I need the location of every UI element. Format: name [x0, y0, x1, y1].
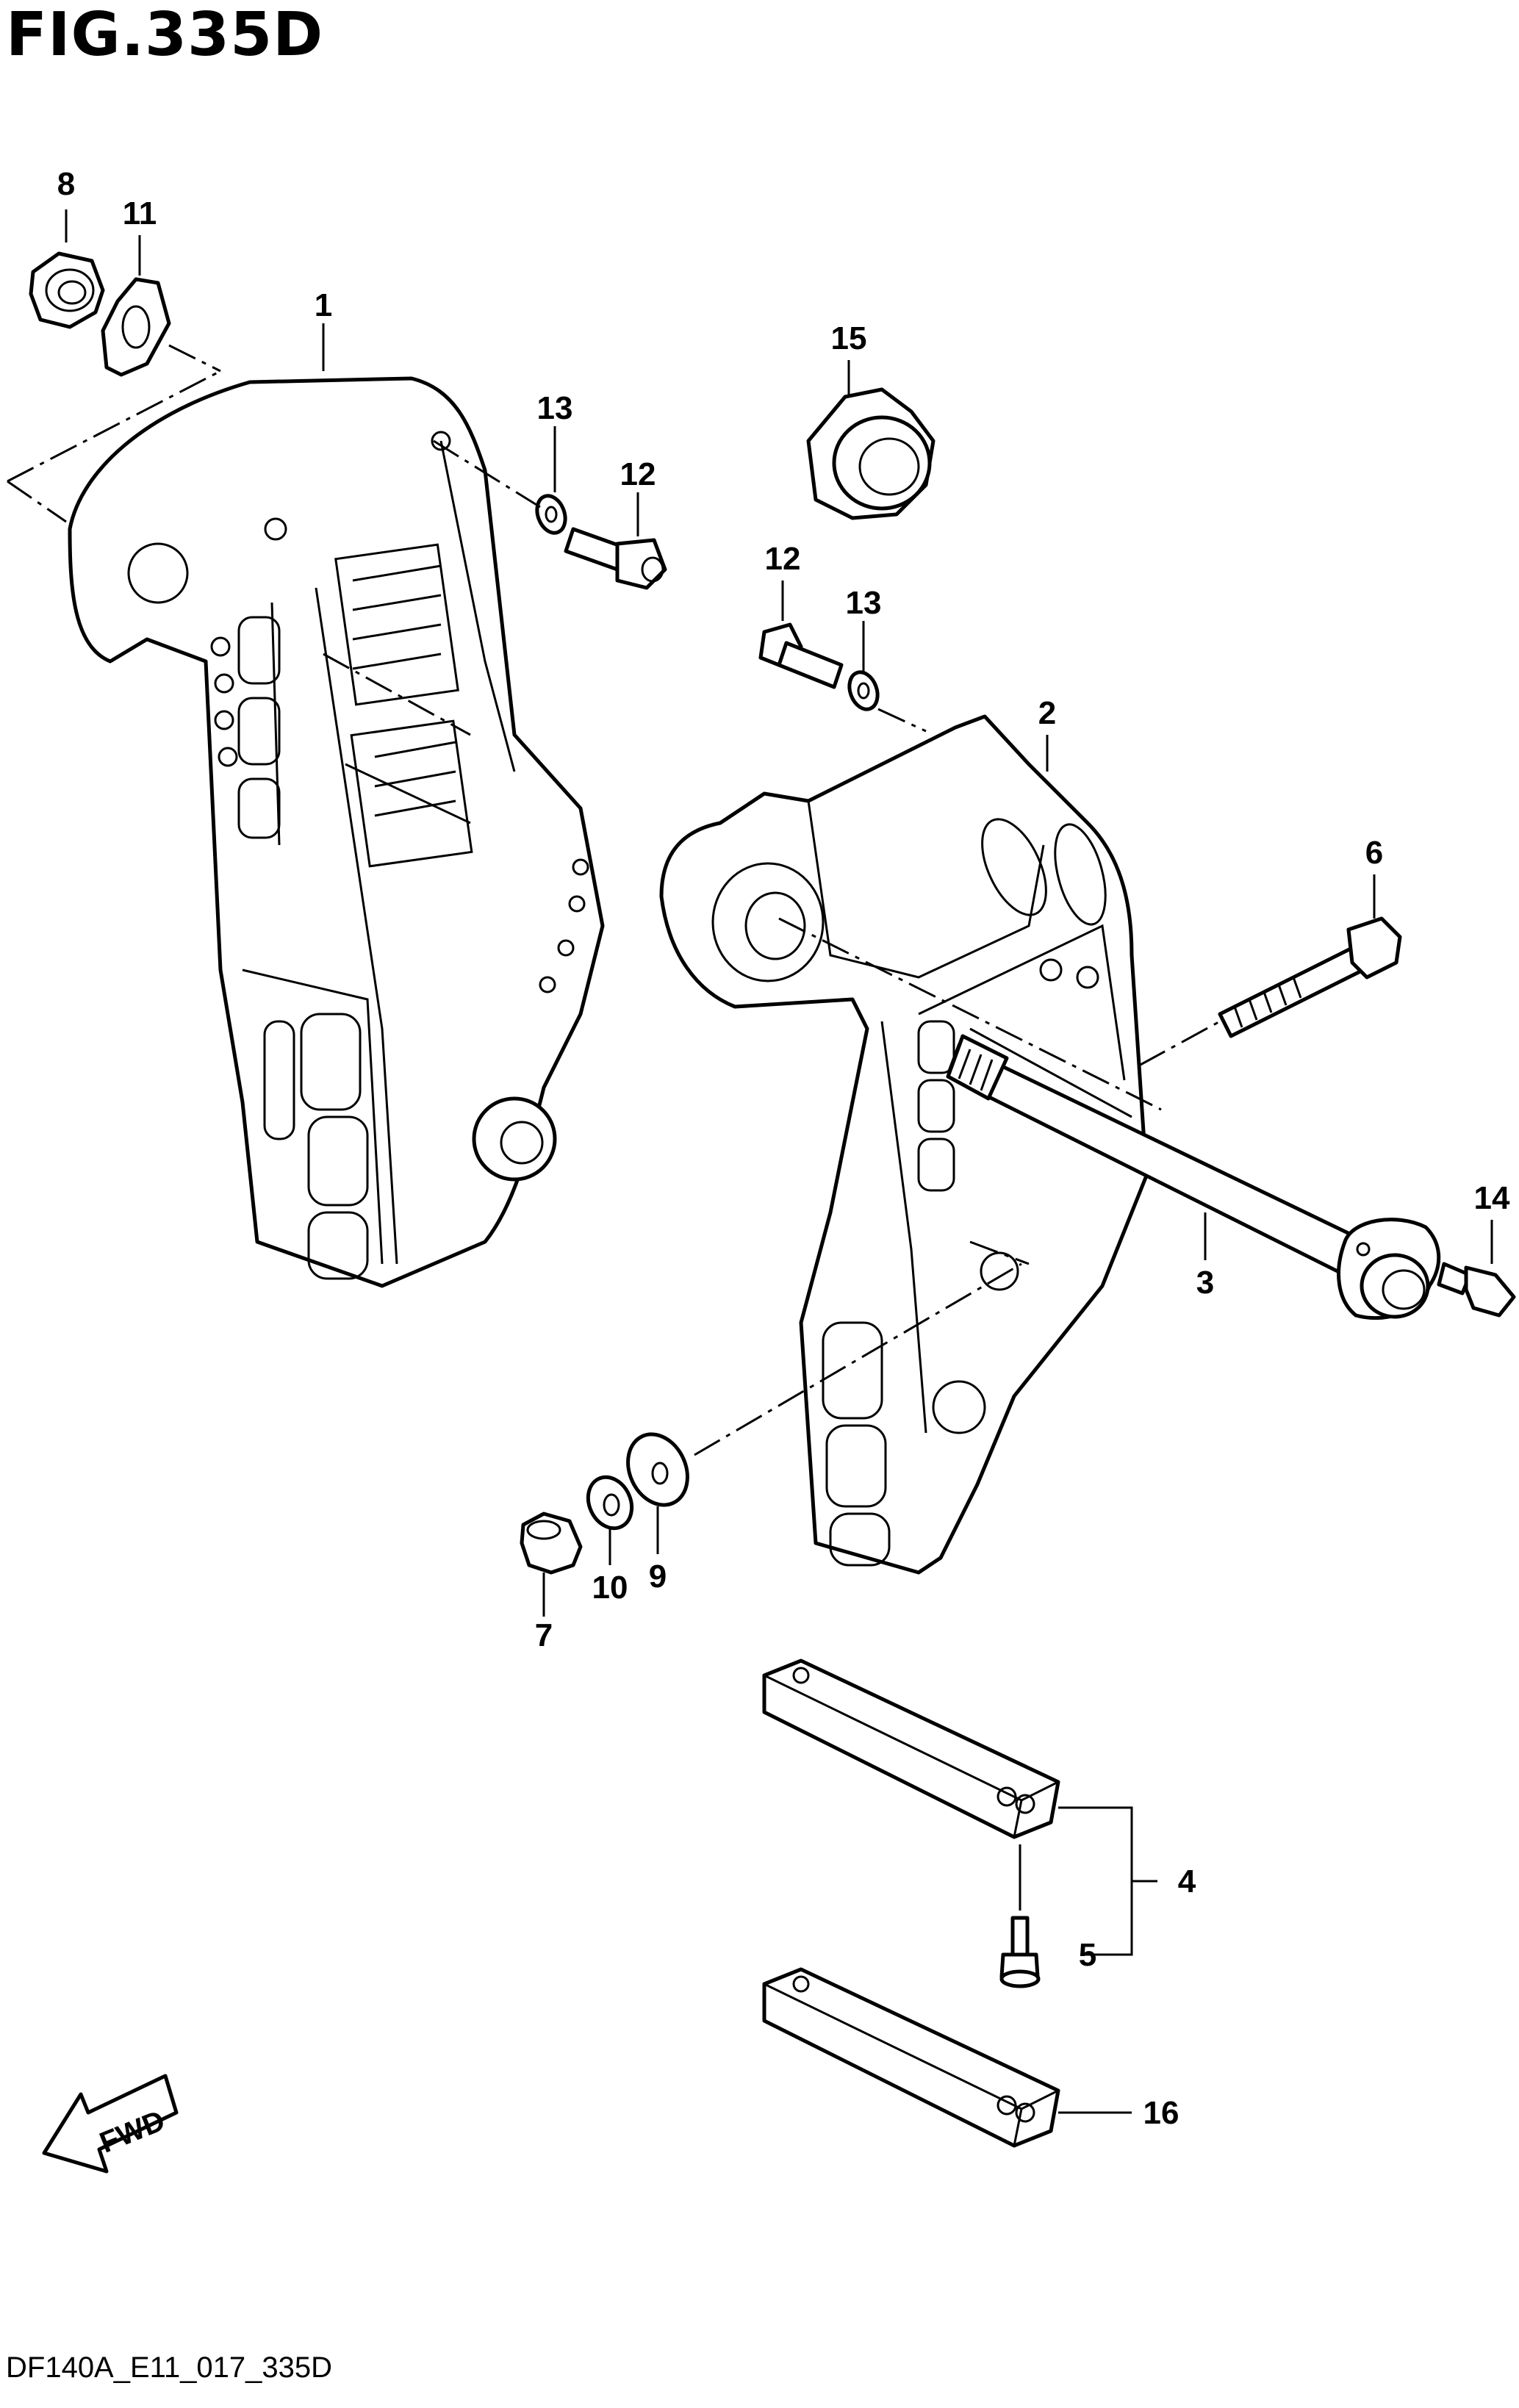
callout-3: 3: [1196, 1265, 1214, 1301]
bolt-cap-screw-b[interactable]: [758, 622, 844, 689]
washer-large[interactable]: [617, 1425, 698, 1515]
clamp-bracket-right[interactable]: [659, 714, 1149, 1575]
callout-5: 5: [1079, 1937, 1096, 1973]
callout-6: 6: [1365, 835, 1383, 871]
callout-11: 11: [123, 195, 157, 231]
callout-2: 2: [1038, 695, 1056, 731]
washer-small-a[interactable]: [532, 492, 570, 536]
washer-small[interactable]: [580, 1470, 639, 1536]
callout-13b: 13: [846, 585, 882, 621]
bolt-small[interactable]: [1437, 1262, 1516, 1318]
callout-13a: 13: [537, 390, 573, 426]
callout-1: 1: [315, 287, 332, 323]
callout-7: 7: [535, 1617, 553, 1653]
callout-9: 9: [649, 1559, 667, 1595]
clamp-bracket-left[interactable]: [68, 376, 605, 1288]
tilt-shaft[interactable]: [946, 1034, 1441, 1320]
grommet[interactable]: [806, 387, 936, 520]
bolt-cap-screw-a[interactable]: [564, 527, 667, 590]
lock-nut[interactable]: [29, 251, 105, 329]
clamp-pad-upper[interactable]: [762, 1658, 1060, 1839]
callout-12b: 12: [765, 541, 801, 577]
callout-12a: 12: [620, 456, 656, 492]
callout-4: 4: [1178, 1863, 1196, 1900]
washer-small-b[interactable]: [844, 668, 883, 713]
callouts: 8 11 1 13 12 15 12 13 2 6 14 3 7 10 9 4 …: [57, 166, 1510, 2131]
figure-code: DF140A_E11_017_335D: [6, 2351, 333, 2384]
leader-lines: [65, 209, 1493, 2114]
forward-arrow: FWD: [42, 2074, 179, 2174]
callout-10: 10: [592, 1570, 628, 1606]
plate-gasket[interactable]: [101, 277, 171, 377]
nut-small[interactable]: [520, 1512, 583, 1575]
clamp-pad-lower[interactable]: [762, 1967, 1060, 2148]
callout-15: 15: [831, 320, 867, 356]
pad-screw[interactable]: [999, 1916, 1041, 1988]
bolt-long[interactable]: [1218, 916, 1402, 1038]
figure-title: FIG.335D: [6, 0, 324, 70]
assembly-lines: [7, 344, 1221, 1456]
callout-8: 8: [57, 166, 75, 202]
callout-16: 16: [1143, 2095, 1179, 2131]
callout-14: 14: [1474, 1180, 1510, 1216]
